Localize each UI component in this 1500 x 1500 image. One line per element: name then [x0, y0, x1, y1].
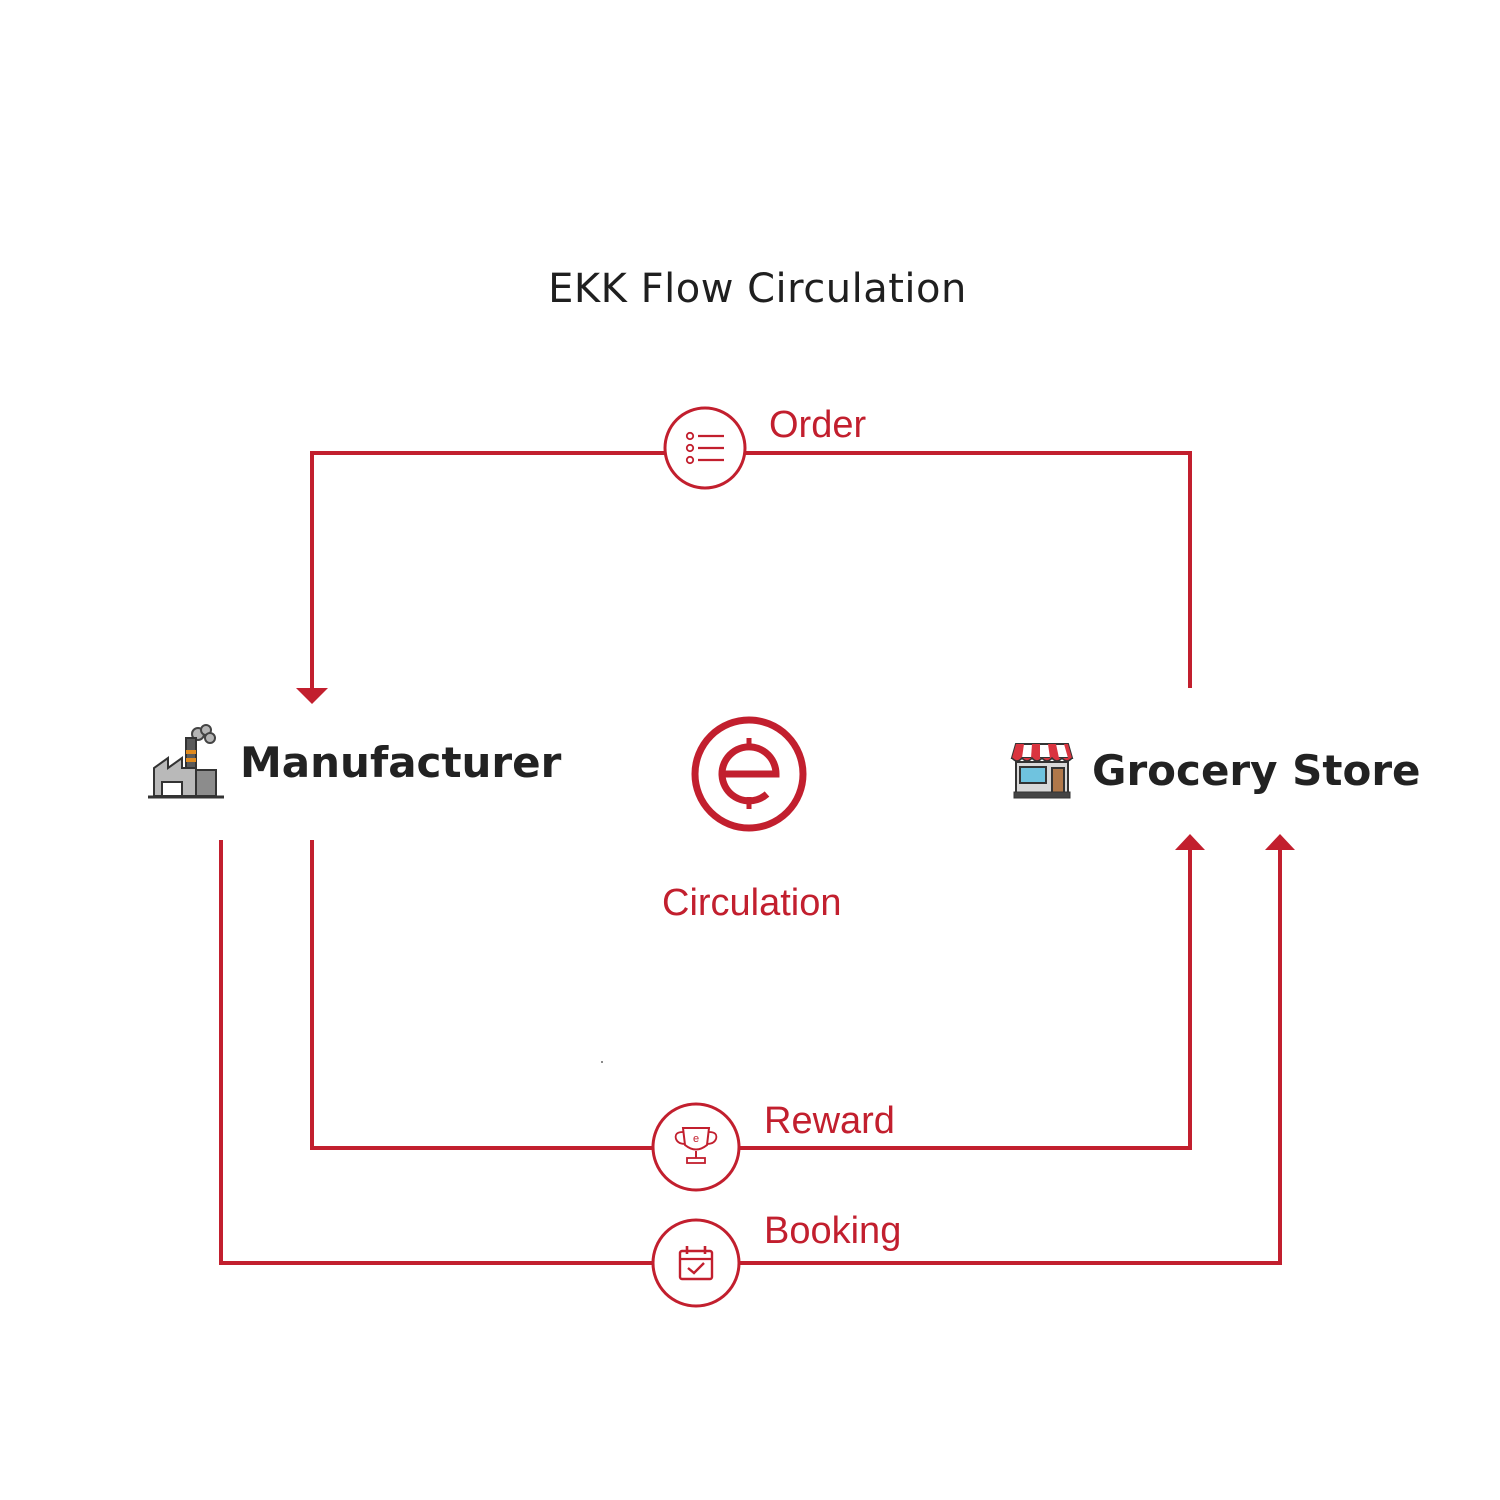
ekk-coin-icon [691, 716, 807, 832]
booking-flow [219, 834, 1295, 1265]
grocery-store-node: Grocery Store [1010, 740, 1421, 800]
order-flow [296, 451, 1192, 704]
reward-flow-line [310, 840, 1192, 1150]
reward-label: Reward [764, 1100, 895, 1142]
list-icon [663, 406, 747, 490]
trophy-icon: e [651, 1102, 741, 1192]
order-arrowhead [296, 688, 328, 704]
factory-icon [148, 724, 224, 799]
grocery-store-label: Grocery Store [1092, 745, 1421, 795]
order-label: Order [769, 404, 867, 446]
store-icon [1010, 743, 1074, 799]
manufacturer-node: Manufacturer [146, 724, 561, 800]
booking-label: Booking [764, 1210, 902, 1252]
circulation-label: Circulation [662, 882, 842, 924]
reward-flow [310, 834, 1205, 1150]
stray-dot [601, 1061, 603, 1063]
diagram-title: EKK Flow Circulation [548, 266, 967, 312]
svg-text:e: e [693, 1133, 699, 1145]
booking-arrowhead [1265, 834, 1295, 850]
calendar-check-icon [651, 1218, 741, 1308]
manufacturer-label: Manufacturer [240, 737, 562, 787]
reward-arrowhead [1175, 834, 1205, 850]
booking-flow-line [219, 840, 1282, 1265]
order-flow-line [310, 451, 1192, 690]
